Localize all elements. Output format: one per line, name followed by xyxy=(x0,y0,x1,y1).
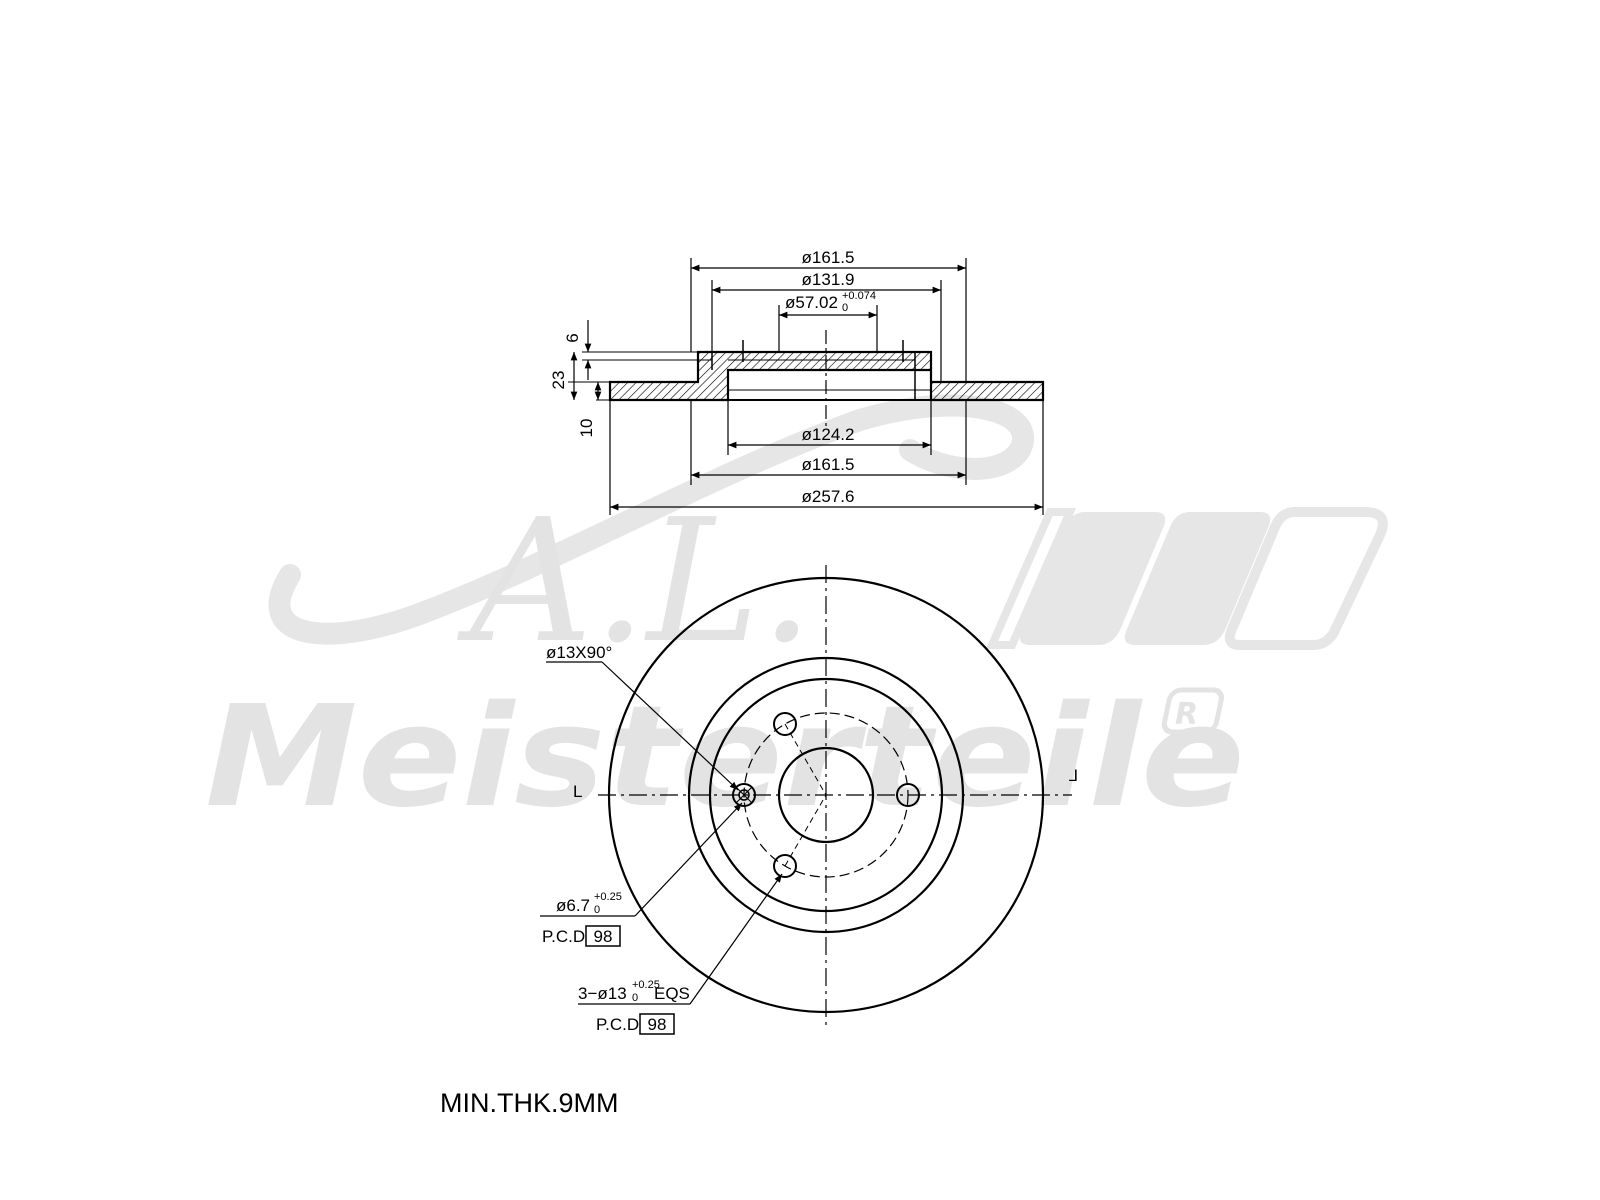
watermark-script: A.L. xyxy=(457,483,814,681)
dim-bottom-diameter-inner: ø124.2 xyxy=(802,425,855,444)
callout-pin-hole-tol-upper: +0.25 xyxy=(594,891,622,903)
callout-bolt-holes-prefix: 3−ø13 xyxy=(578,984,627,1003)
svg-text:R: R xyxy=(1175,697,1198,732)
min-thickness-note: MIN.THK.9MM xyxy=(440,1088,619,1118)
section-view: ø161.5 ø131.9 ø57.02 +0.074 0 6 23 10 ø1… xyxy=(549,248,1045,515)
dim-center-bore: ø57.02 xyxy=(785,293,838,312)
watermark: A.L. Meisterteile R xyxy=(205,394,1388,839)
dim-top-diameter-outer: ø161.5 xyxy=(802,248,855,267)
callout-pin-pcd-value: 98 xyxy=(594,927,613,946)
section-marker-right: L xyxy=(1069,766,1078,785)
callout-bolt-holes-tol-lower: 0 xyxy=(632,992,638,1004)
plan-view: L L ø13X90° ø6.7 +0.25 0 P.C.D 98 3−ø13 … xyxy=(540,565,1078,1035)
section-marker-left: L xyxy=(573,782,582,801)
callout-pin-hole: ø6.7 xyxy=(556,896,590,915)
callout-chamfer: ø13X90° xyxy=(546,643,612,662)
dim-bottom-diameter-outer: ø257.6 xyxy=(802,487,855,506)
callout-pin-pcd-label: P.C.D xyxy=(542,927,585,946)
dim-center-bore-tol-upper: +0.074 xyxy=(842,290,876,302)
bolt-hole xyxy=(773,712,797,736)
dim-hat-thickness: 6 xyxy=(563,333,582,342)
callout-bolt-holes-suffix: EQS xyxy=(654,984,690,1003)
bolt-hole xyxy=(896,783,920,807)
callout-bolt-holes-tol-upper: +0.25 xyxy=(632,979,660,991)
callout-pin-hole-tol-lower: 0 xyxy=(594,904,600,916)
bolt-hole xyxy=(773,854,797,878)
dim-center-bore-tol-lower: 0 xyxy=(842,302,848,314)
callout-bolt-pcd-label: P.C.D xyxy=(596,1015,639,1034)
callout-bolt-pcd-value: 98 xyxy=(648,1015,667,1034)
pin-hole xyxy=(738,789,750,801)
dim-disc-thickness: 10 xyxy=(577,419,596,438)
registered-mark-icon: R xyxy=(1161,687,1224,735)
dim-top-diameter-mid: ø131.9 xyxy=(802,270,855,289)
dim-bottom-diameter-mid: ø161.5 xyxy=(802,455,855,474)
dim-hat-height: 23 xyxy=(549,371,568,390)
watermark-brand: Meisterteile xyxy=(205,676,1245,839)
pin-hole-chamfer xyxy=(732,783,756,807)
watermark-swoosh xyxy=(268,394,1034,645)
watermark-stripes-icon xyxy=(985,507,1388,650)
